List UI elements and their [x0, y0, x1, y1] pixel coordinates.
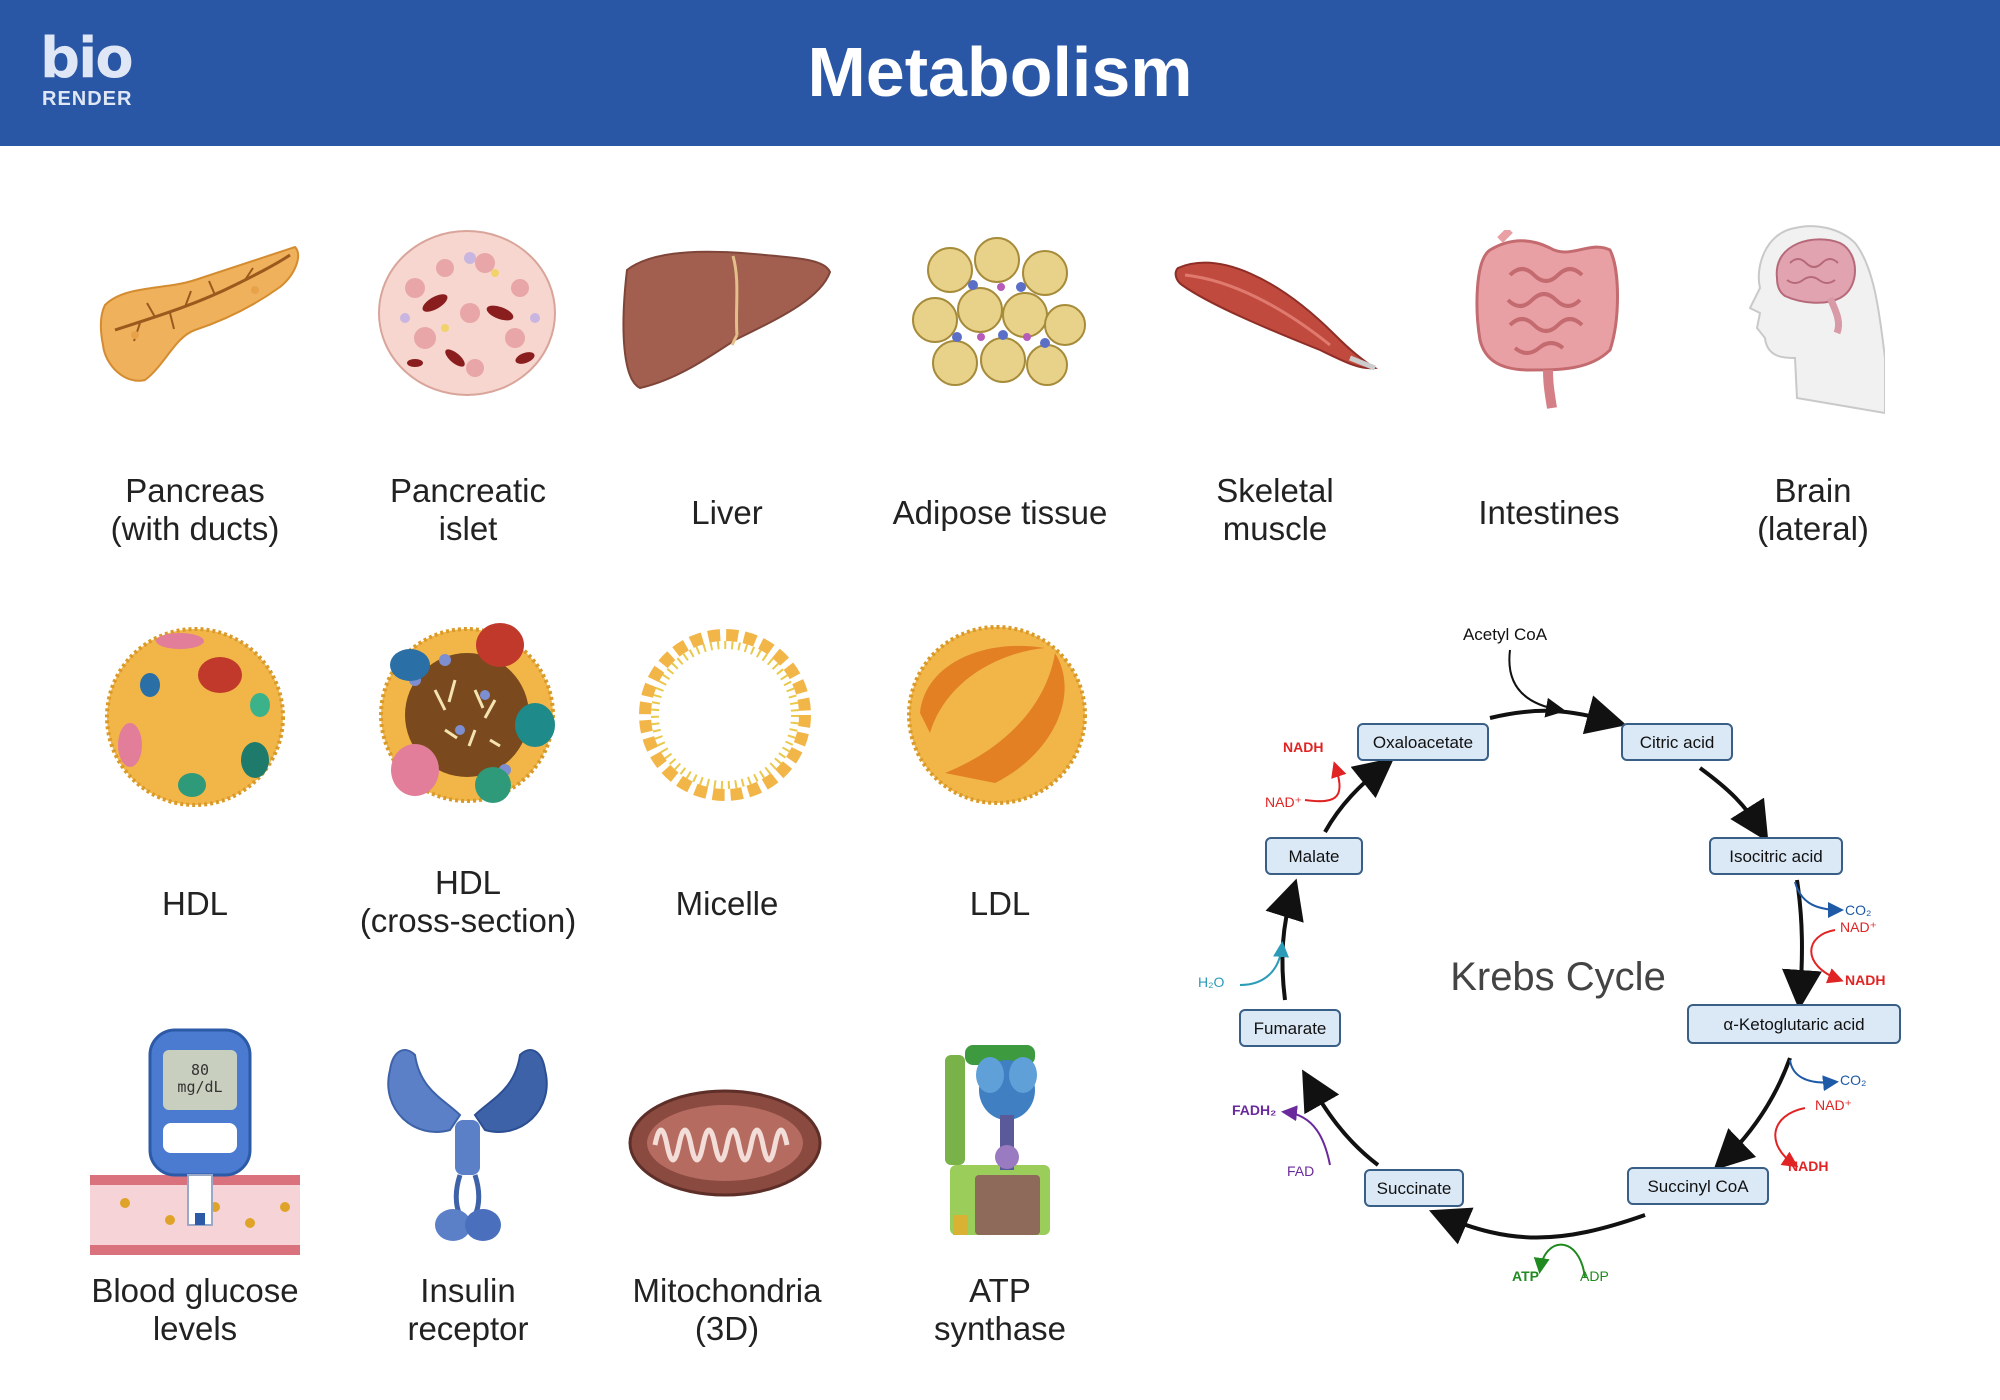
krebs-title: Krebs Cycle	[1450, 955, 1666, 999]
node-citric-acid	[1621, 723, 1733, 761]
krebs-co2-1: CO₂	[1845, 902, 1871, 918]
brain-icon	[1748, 225, 1885, 415]
krebs-atp: ATP	[1512, 1268, 1539, 1284]
glucose-meter-icon	[90, 1028, 300, 1255]
label-micelle: Micelle	[675, 885, 779, 922]
label-ldl: LDL	[969, 885, 1031, 922]
node-ketoglutaric-acid-label: α-Ketoglutaric acid	[1723, 1015, 1864, 1034]
node-oxaloacetate-label: Oxaloacetate	[1373, 733, 1473, 752]
node-succinate	[1364, 1169, 1464, 1207]
label-hdl-cross-section: HDL (cross-section)	[359, 864, 577, 939]
krebs-nad-3: NAD⁺	[1265, 794, 1302, 810]
krebs-nadh-3: NADH	[1283, 739, 1323, 755]
node-citric-acid-label: Citric acid	[1640, 733, 1715, 752]
biorender-logo: bio RENDER	[40, 26, 150, 120]
krebs-fad: FAD	[1287, 1163, 1314, 1179]
glucose-unit: mg/dL	[177, 1078, 223, 1096]
krebs-nad-1: NAD⁺	[1840, 919, 1877, 935]
node-succinate-label: Succinate	[1377, 1179, 1452, 1198]
label-brain: Brain (lateral)	[1757, 472, 1869, 547]
label-pancreas: Pancreas (with ducts)	[110, 472, 280, 547]
mitochondria-icon	[628, 1089, 822, 1197]
krebs-h2o: H₂O	[1198, 974, 1225, 990]
label-insulin-receptor: Insulin receptor	[407, 1272, 529, 1347]
label-pancreatic-islet: Pancreatic islet	[390, 472, 546, 547]
krebs-nadh-1: NADH	[1845, 972, 1885, 988]
node-ketoglutaric-acid	[1687, 1004, 1901, 1044]
label-intestines: Intestines	[1478, 494, 1620, 531]
krebs-adp: ADP	[1580, 1268, 1609, 1284]
pancreas-icon	[99, 245, 300, 382]
page-title: Metabolism	[807, 33, 1193, 111]
glucose-value: 80	[190, 1061, 210, 1079]
label-atp-synthase: ATP synthase	[933, 1272, 1067, 1347]
krebs-co2-2: CO₂	[1840, 1072, 1866, 1088]
node-isocitric-acid	[1709, 837, 1843, 875]
adipose-tissue-icon	[912, 237, 1086, 386]
node-malate	[1265, 837, 1363, 875]
logo-render-text: RENDER	[42, 88, 133, 110]
logo-bio-text: bio	[40, 26, 134, 91]
hdl-cross-section-icon	[379, 623, 555, 803]
glucose-reading: 80 mg/dL	[163, 1062, 237, 1096]
hdl-icon	[105, 627, 285, 807]
ldl-icon	[907, 625, 1087, 805]
node-fumarate	[1239, 1009, 1341, 1047]
insulin-receptor-icon	[387, 1049, 548, 1241]
node-malate-label: Malate	[1288, 847, 1339, 866]
label-adipose-tissue: Adipose tissue	[892, 494, 1108, 531]
krebs-nadh-2: NADH	[1788, 1158, 1828, 1174]
node-oxaloacetate	[1357, 723, 1489, 761]
krebs-nad-2: NAD⁺	[1815, 1097, 1852, 1113]
intestines-icon	[1475, 230, 1619, 409]
header-bar: bio RENDER Metabolism	[0, 0, 2000, 146]
skeletal-muscle-icon	[1174, 261, 1378, 371]
label-mitochondria: Mitochondria (3D)	[632, 1272, 822, 1347]
node-succinyl-coa-label: Succinyl CoA	[1647, 1177, 1749, 1196]
liver-icon	[622, 250, 832, 390]
label-liver: Liver	[691, 494, 763, 531]
node-succinyl-coa	[1627, 1167, 1769, 1205]
node-isocitric-acid-label: Isocitric acid	[1729, 847, 1823, 866]
label-hdl: HDL	[161, 885, 229, 922]
label-skeletal-muscle: Skeletal muscle	[1216, 472, 1334, 547]
node-fumarate-label: Fumarate	[1254, 1019, 1327, 1038]
atp-synthase-icon	[945, 1045, 1050, 1235]
krebs-fadh2: FADH₂	[1232, 1102, 1276, 1118]
micelle-icon	[639, 629, 811, 801]
krebs-cycle-diagram: Krebs Cycle Acetyl CoA CO₂ NAD⁺ NADH CO₂…	[1198, 625, 1901, 1284]
krebs-input-acetyl-coa: Acetyl CoA	[1463, 625, 1548, 644]
label-blood-glucose: Blood glucose levels	[91, 1272, 299, 1347]
pancreatic-islet-icon	[378, 230, 556, 396]
